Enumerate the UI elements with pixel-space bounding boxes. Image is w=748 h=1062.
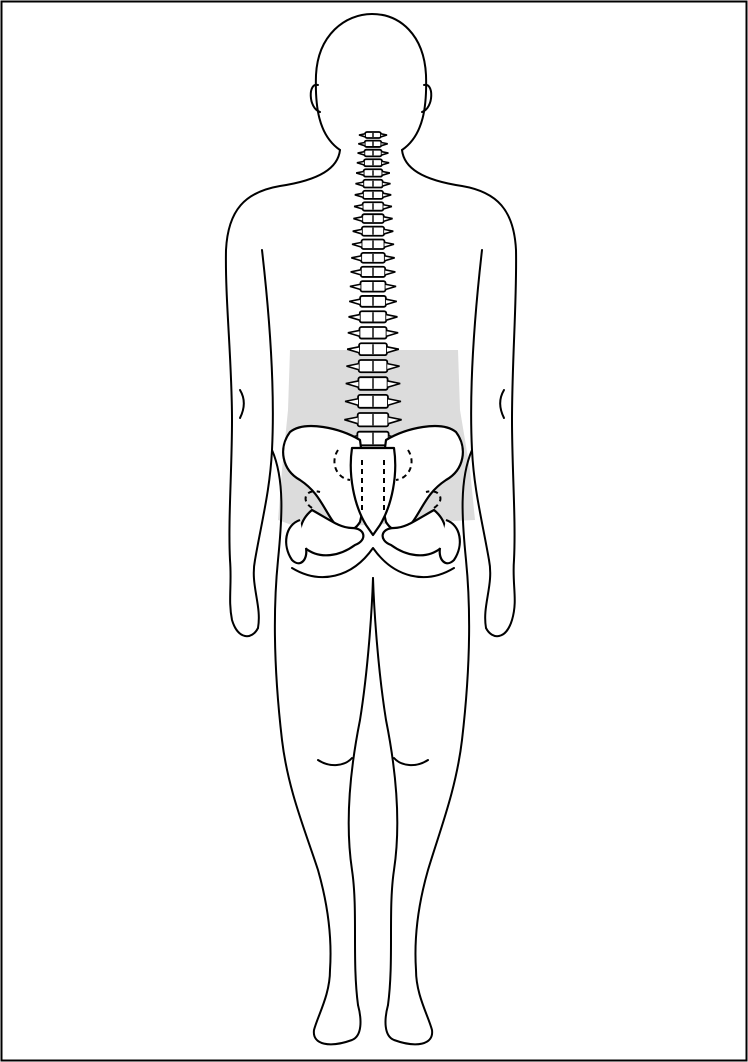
vertebra [349, 311, 398, 322]
right-elbow-crease [500, 390, 504, 418]
transverse-process [383, 205, 391, 209]
transverse-process [350, 284, 361, 289]
transverse-process [358, 143, 364, 146]
transverse-process [384, 217, 393, 221]
vertebra [356, 180, 391, 188]
vertebra [356, 169, 390, 176]
transverse-process [386, 315, 397, 321]
vertebra [348, 327, 398, 339]
transverse-process [383, 193, 391, 197]
vertebra [350, 281, 396, 292]
vertebra [358, 141, 387, 147]
vertebra [358, 150, 389, 157]
transverse-process [348, 330, 360, 336]
transverse-process [382, 161, 389, 165]
transverse-process [357, 161, 364, 165]
transverse-process [351, 270, 361, 275]
left-inner-arm [254, 250, 273, 628]
right-inner-leg [373, 578, 397, 1005]
transverse-process [384, 242, 393, 247]
transverse-process [352, 242, 361, 247]
transverse-process [381, 143, 387, 146]
transverse-process [356, 182, 364, 186]
right-inner-arm [471, 250, 490, 628]
transverse-process [355, 193, 363, 197]
vertebra [351, 267, 396, 277]
vertebra [357, 159, 389, 166]
transverse-process [385, 256, 395, 261]
transverse-process [351, 256, 361, 261]
transverse-process [353, 217, 362, 221]
transverse-process [358, 152, 365, 155]
transverse-process [386, 284, 397, 289]
head-outline [316, 14, 426, 150]
transverse-process [356, 171, 363, 175]
transverse-process [353, 229, 362, 234]
vertebra [355, 191, 391, 199]
vertebra [354, 202, 392, 210]
vertebra [353, 227, 394, 236]
transverse-process [349, 315, 360, 321]
left-elbow-crease [240, 390, 244, 418]
vertebra [352, 240, 394, 249]
transverse-process [359, 134, 365, 137]
transverse-process [354, 205, 362, 209]
transverse-process [383, 182, 391, 186]
vertebra [359, 132, 387, 138]
vertebra [349, 296, 396, 307]
vertebra [353, 214, 392, 223]
left-inner-leg [349, 578, 373, 1005]
left-knee-crease [318, 758, 352, 765]
transverse-process [382, 171, 389, 175]
transverse-process [381, 134, 387, 137]
vertebra [351, 253, 394, 263]
transverse-process [387, 330, 399, 336]
transverse-process [385, 270, 395, 275]
right-knee-crease [394, 758, 428, 765]
transverse-process [384, 229, 393, 234]
transverse-process [382, 152, 389, 155]
transverse-process [349, 299, 360, 304]
transverse-process [386, 299, 397, 304]
